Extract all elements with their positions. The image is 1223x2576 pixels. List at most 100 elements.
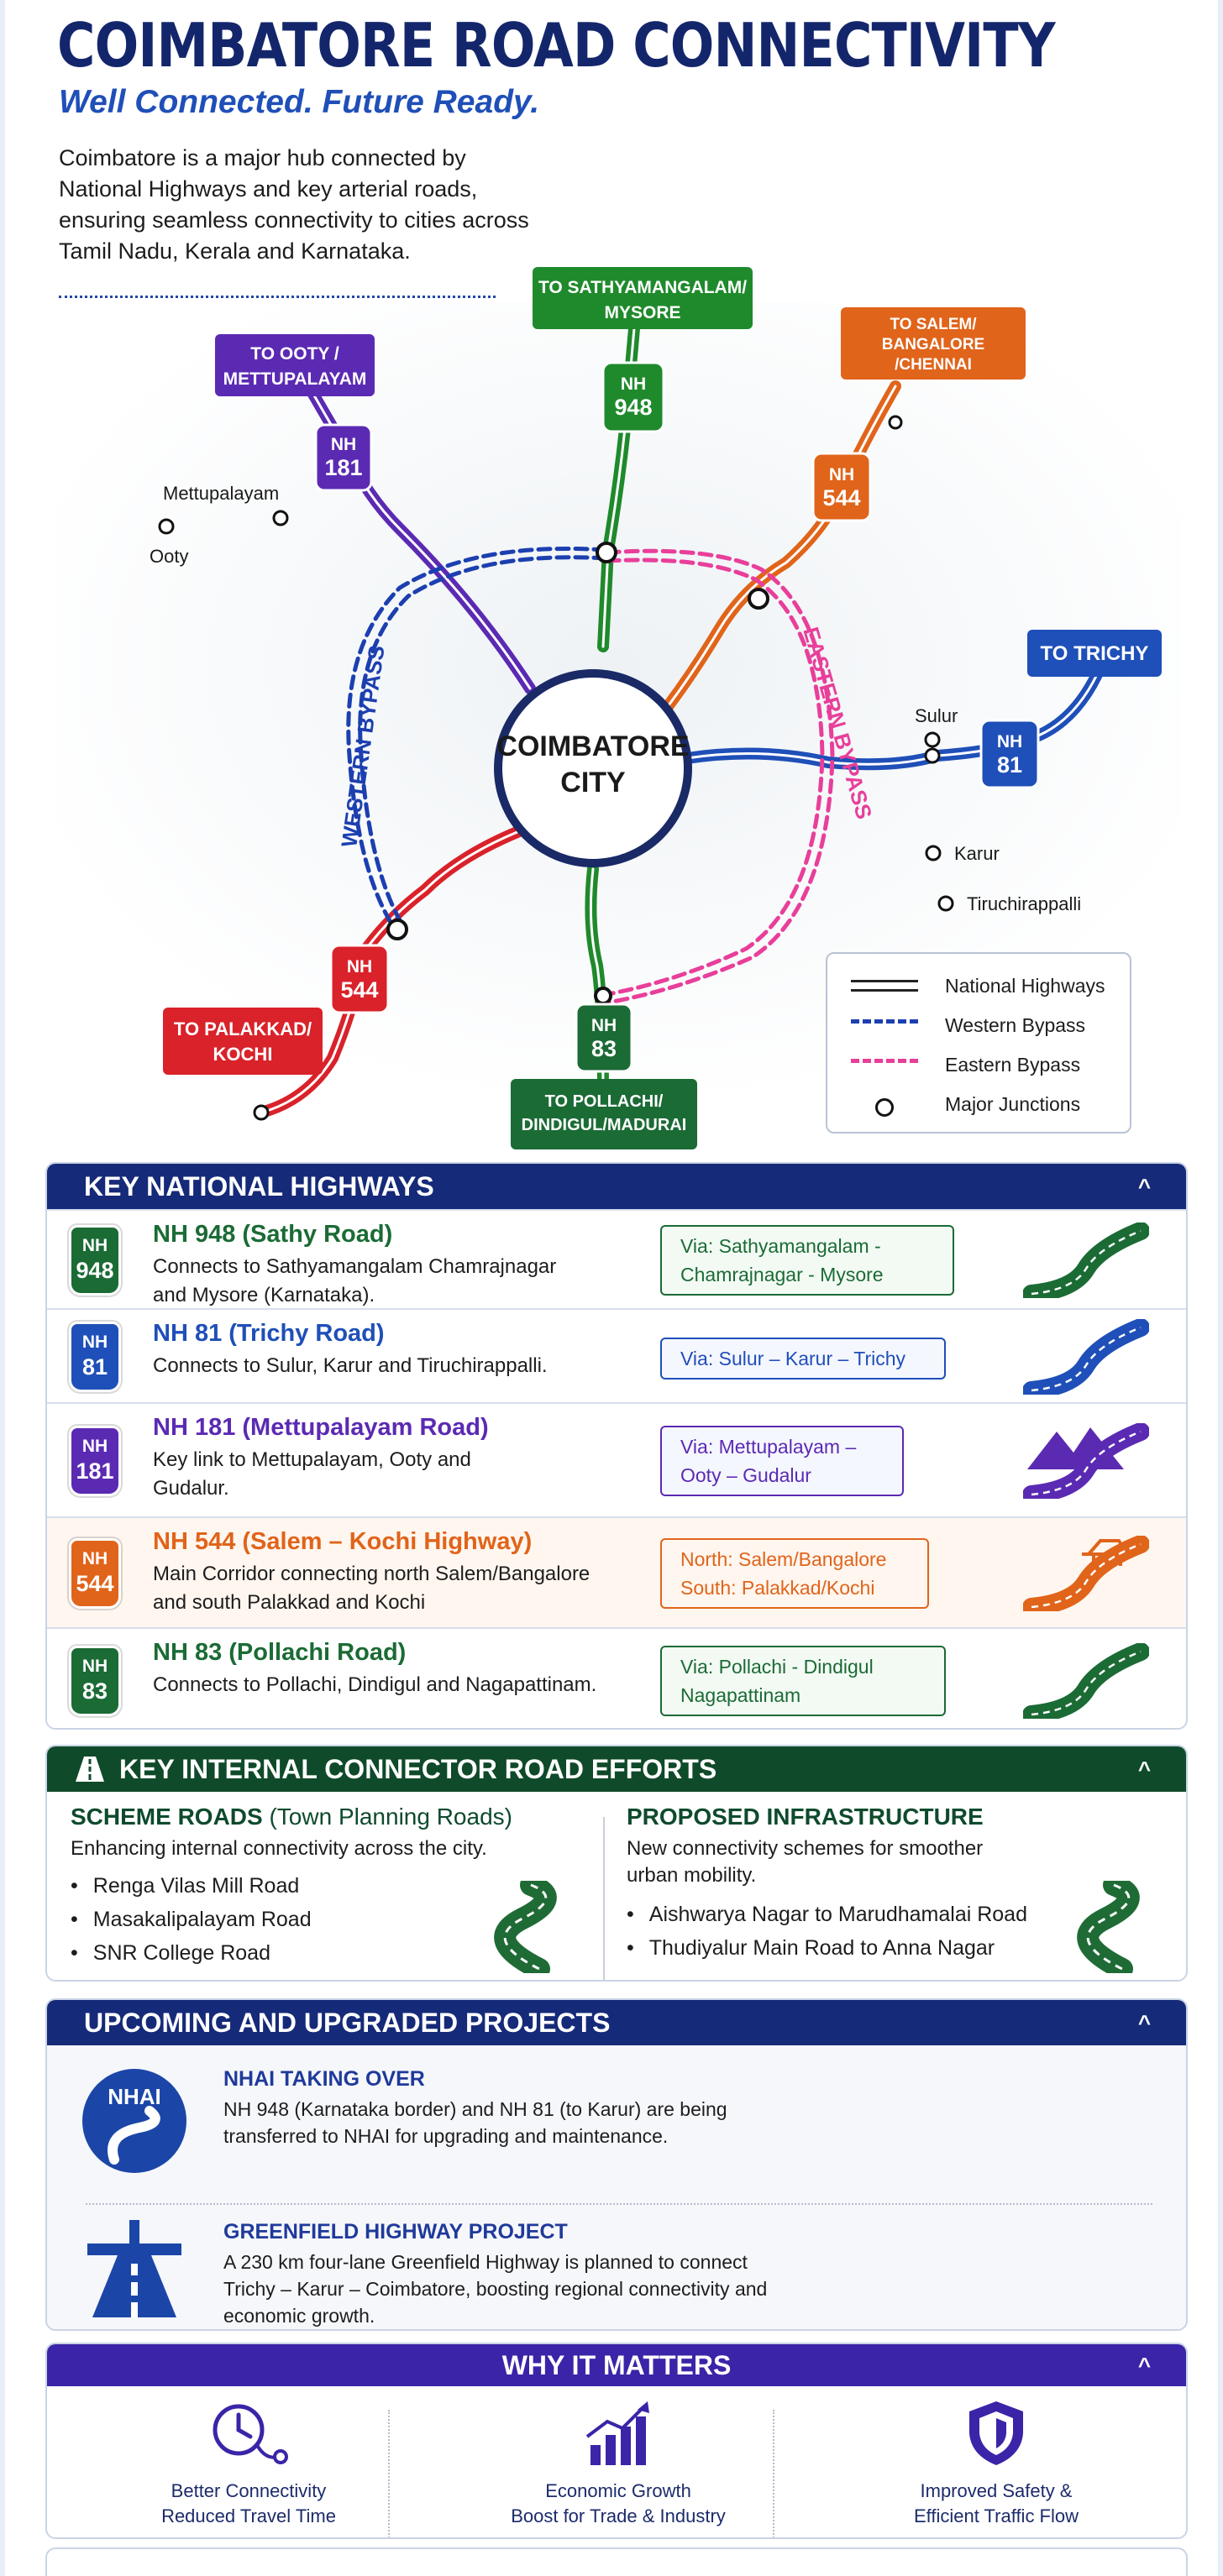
collapse-caret-icon[interactable]: ^ <box>1137 1174 1151 1199</box>
highway-via-box: Via: Sathyamangalam - Chamrajnagar - Mys… <box>660 1225 954 1296</box>
list-item: Aishwarya Nagar to Marudhamalai Road <box>627 1898 1027 1931</box>
junction-marker <box>253 1104 270 1121</box>
city-label-line1: COIMBATORE <box>496 730 689 762</box>
greenfield-title: GREENFIELD HIGHWAY PROJECT <box>223 2220 568 2244</box>
internal-roads-header[interactable]: KEY INTERNAL CONNECTOR ROAD EFFORTS ^ <box>47 1746 1186 1792</box>
highway-description: Key link to Mettupalayam, Ooty and Gudal… <box>153 1448 471 1500</box>
key-highways-header[interactable]: KEY NATIONAL HIGHWAYS ^ <box>47 1164 1186 1209</box>
svg-text:NH: NH <box>621 374 646 394</box>
collapse-caret-icon[interactable]: ^ <box>1137 1757 1151 1782</box>
list-item: Thudiyalur Main Road to Anna Nagar <box>627 1931 1027 1965</box>
highway-via-box: Via: Pollachi - Dindigul Nagapattinam <box>660 1646 946 1716</box>
growth-chart-icon <box>585 2401 649 2465</box>
shield-prefix: NH <box>81 1437 108 1456</box>
legend-swatch <box>851 1059 918 1071</box>
town-marker <box>937 895 954 912</box>
svg-text:TO OOTY /: TO OOTY / <box>250 344 339 364</box>
svg-text:BANGALORE: BANGALORE <box>882 336 984 353</box>
eastern-bypass <box>601 548 835 1006</box>
why-header[interactable]: WHY IT MATTERS ^ <box>47 2344 1186 2386</box>
svg-text:NHAI: NHAI <box>108 2084 161 2109</box>
list-item: Masakalipalayam Road <box>71 1903 312 1936</box>
road-curve-icon <box>1023 1536 1149 1611</box>
winding-road-icon <box>1077 1881 1140 1973</box>
intro-text: Coimbatore is a major hub connected by N… <box>59 145 529 264</box>
page-subtitle: Well Connected. Future Ready. <box>59 84 540 120</box>
winding-road-icon <box>494 1881 557 1973</box>
key-highways-title: KEY NATIONAL HIGHWAYS <box>84 1170 434 1202</box>
why-divider <box>773 2410 774 2537</box>
svg-text:TO TRICHY: TO TRICHY <box>1041 642 1149 665</box>
western-bypass <box>346 546 608 933</box>
mountain-road-icon <box>1023 1423 1149 1499</box>
highway-name: NH 544 (Salem – Kochi Highway) <box>153 1528 533 1555</box>
svg-text:DINDIGUL/MADURAI: DINDIGUL/MADURAI <box>522 1116 687 1134</box>
projects-header[interactable]: UPCOMING AND UPGRADED PROJECTS ^ <box>47 2000 1186 2045</box>
highway-name: NH 948 (Sathy Road) <box>153 1221 393 1248</box>
svg-text:NH: NH <box>591 1016 617 1035</box>
highway-description: Main Corridor connecting north Salem/Ban… <box>153 1563 591 1614</box>
legend-swatch <box>851 1098 918 1117</box>
collapse-caret-icon[interactable]: ^ <box>1137 2353 1151 2378</box>
shield-number: 81 <box>81 1354 108 1380</box>
why-item-connectivity: Better Connectivity Reduced Travel Time <box>72 2398 425 2529</box>
why-title: WHY IT MATTERS <box>501 2349 732 2380</box>
next-panel-edge <box>45 2547 1188 2576</box>
svg-text:NH: NH <box>997 732 1022 751</box>
intro-divider <box>59 296 496 298</box>
highway-name: NH 181 (Mettupalayam Road) <box>153 1414 489 1441</box>
svg-text:81: 81 <box>997 752 1022 778</box>
column-divider <box>603 1817 605 1980</box>
highway-name: NH 83 (Pollachi Road) <box>153 1639 407 1666</box>
svg-text:NH: NH <box>331 435 356 454</box>
shield-number: 948 <box>76 1258 114 1283</box>
town-marker <box>925 845 942 861</box>
legend-national-highways: National Highways <box>851 971 1105 1001</box>
highway-via-box: Via: Sulur – Karur – Trichy <box>660 1338 946 1380</box>
legend-western-bypass: Western Bypass <box>851 1010 1085 1040</box>
city-circle <box>502 678 684 859</box>
destination-sathy: TO SATHYAMANGALAM/ MYSORE <box>533 267 753 329</box>
scheme-roads-title: SCHEME ROADS (Town Planning Roads) <box>71 1804 512 1830</box>
map-shield-nh544-south: NH 544 <box>329 944 390 1014</box>
svg-text:TO SATHYAMANGALAM/: TO SATHYAMANGALAM/ <box>538 278 747 297</box>
shield-prefix: NH <box>81 1549 108 1568</box>
list-item: Renga Vilas Mill Road <box>71 1869 312 1903</box>
town-marker <box>272 510 289 526</box>
junction-marker <box>888 415 903 430</box>
highway-via-box: Via: Mettupalayam – Ooty – Gudalur <box>660 1426 904 1496</box>
town-marker <box>924 747 941 764</box>
road-icon <box>76 1757 104 1782</box>
nhai-title: NHAI TAKING OVER <box>223 2067 425 2091</box>
collapse-caret-icon[interactable]: ^ <box>1137 2010 1151 2035</box>
why-item-line2: Boost for Trade & Industry <box>511 2505 726 2526</box>
legend-major-junctions: Major Junctions <box>851 1089 1080 1119</box>
destination-palakkad: TO PALAKKAD/ KOCHI <box>163 1008 323 1075</box>
why-item-line2: Efficient Traffic Flow <box>913 2505 1079 2526</box>
proposed-infra-list: Aishwarya Nagar to Marudhamalai RoadThud… <box>627 1898 1027 1965</box>
internal-roads-panel: KEY INTERNAL CONNECTOR ROAD EFFORTS ^ SC… <box>45 1745 1188 1982</box>
destination-trichy: TO TRICHY <box>1027 630 1162 677</box>
svg-text:NH: NH <box>829 465 854 484</box>
svg-text:544: 544 <box>340 977 378 1003</box>
highway-shield-icon: NH 544 <box>69 1538 121 1609</box>
town-marker <box>158 518 175 535</box>
why-item-safety: Improved Safety & Efficient Traffic Flow <box>820 2398 1173 2529</box>
scheme-roads-text: Enhancing internal connectivity across t… <box>71 1837 487 1860</box>
road-curve-icon <box>1023 1319 1149 1395</box>
scheme-roads-list: Renga Vilas Mill RoadMasakalipalayam Roa… <box>71 1869 312 1970</box>
road-curve-icon <box>1023 1223 1149 1298</box>
shield-number: 544 <box>76 1571 114 1596</box>
map-shield-nh181: NH 181 <box>314 423 373 492</box>
greenfield-highway-icon <box>87 2220 181 2317</box>
svg-text:83: 83 <box>591 1036 617 1061</box>
legend-swatch <box>851 980 918 992</box>
map-shield-nh544-north: NH 544 <box>811 452 872 522</box>
town-label-karur: Karur <box>954 843 1000 864</box>
svg-text:MYSORE: MYSORE <box>604 303 680 322</box>
map-legend: National Highways Western Bypass Eastern… <box>826 952 1131 1134</box>
destination-ooty: TO OOTY / METTUPALAYAM <box>215 334 375 396</box>
